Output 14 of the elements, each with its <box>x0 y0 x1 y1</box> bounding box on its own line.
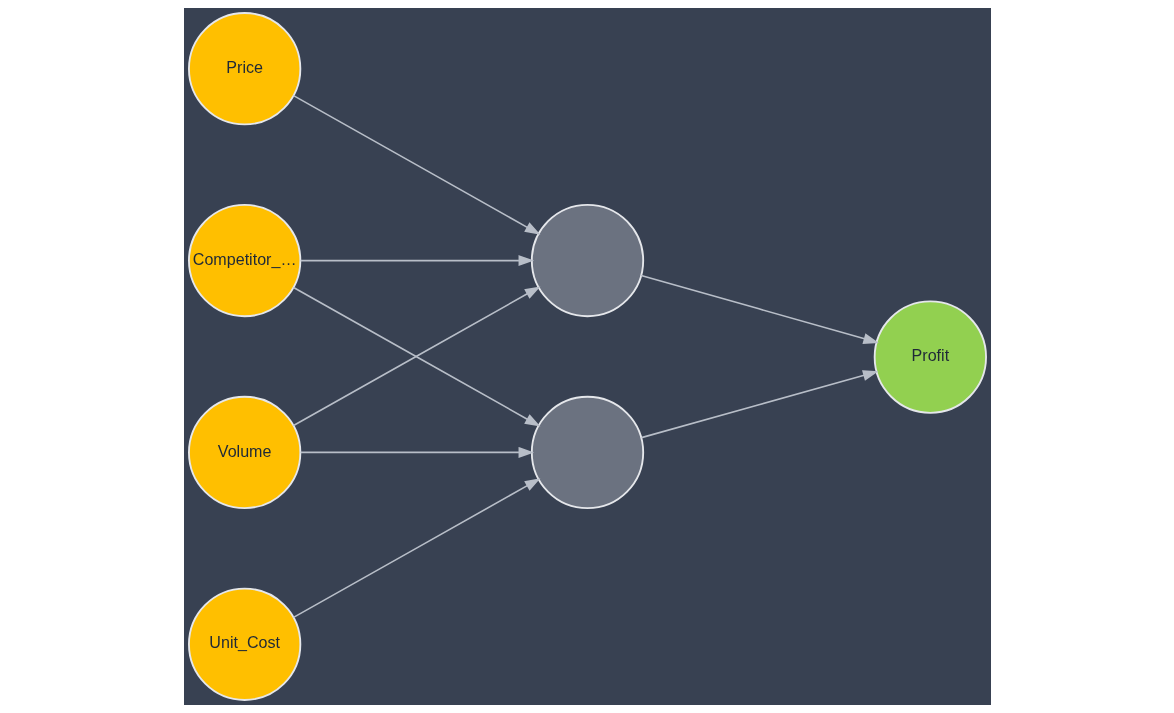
node-circle: Profit <box>873 300 987 414</box>
node-circle <box>530 395 644 510</box>
arrow <box>639 274 879 344</box>
node-circle: Unit_Cost <box>187 587 301 701</box>
arrow <box>292 94 540 235</box>
node-circle <box>530 203 644 318</box>
arrow <box>299 446 534 458</box>
node-circle: Competitor_… <box>187 203 301 318</box>
arrow <box>640 370 879 439</box>
arrow <box>299 255 534 267</box>
node-circle: Price <box>187 12 301 126</box>
arrow <box>292 286 540 427</box>
arrow <box>292 478 540 619</box>
node-circle: Volume <box>187 395 301 510</box>
